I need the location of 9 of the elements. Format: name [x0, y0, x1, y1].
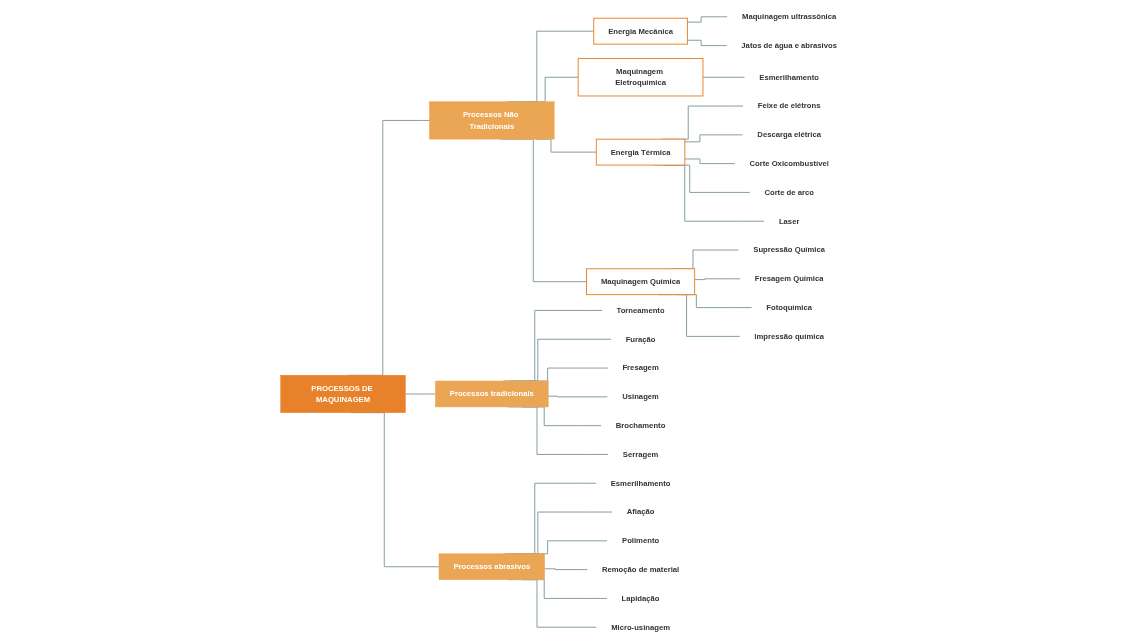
connector: [702, 76, 746, 78]
connector: [686, 16, 729, 23]
connector: [684, 134, 744, 143]
connector: [684, 158, 736, 165]
connector: [694, 278, 741, 281]
connector: [686, 39, 728, 47]
connector: [547, 395, 609, 398]
connector: [544, 568, 589, 571]
connector: [404, 393, 436, 395]
